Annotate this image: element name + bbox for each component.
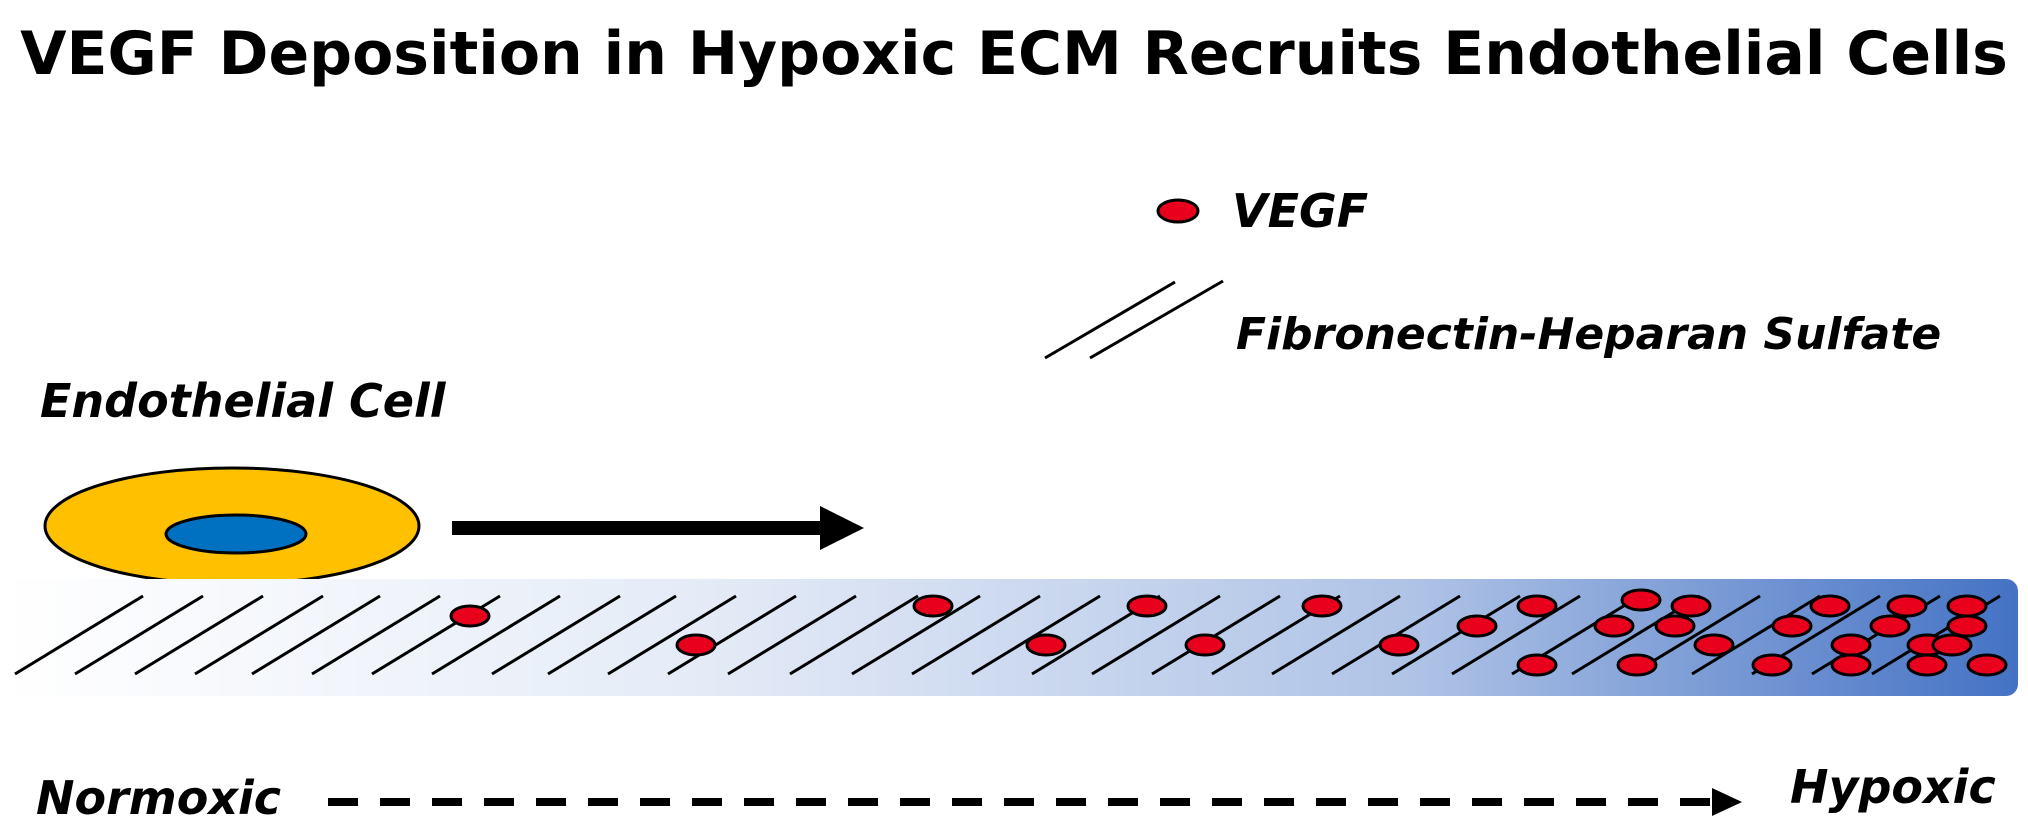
ecm-fiber — [311, 594, 441, 676]
ecm-fiber — [14, 594, 144, 676]
vegf-dot — [1654, 614, 1696, 638]
ecm-fiber — [1391, 594, 1521, 676]
legend-fiber-label: Fibronectin-Heparan Sulfate — [1236, 309, 1941, 360]
ecm-vegf-dots — [449, 588, 2008, 677]
legend: VEGF Fibronectin-Heparan Sulfate — [1044, 184, 1941, 360]
vegf-dot — [1886, 594, 1928, 618]
vegf-dot — [1593, 614, 1635, 638]
cell-label: Endothelial Cell — [40, 374, 447, 428]
ecm-fiber — [1271, 594, 1401, 676]
vegf-dot — [1830, 633, 1872, 657]
legend-fiber-icon — [1044, 279, 1224, 360]
normoxic-label: Normoxic — [36, 771, 281, 825]
vegf-dot — [1966, 653, 2008, 677]
ecm-fiber — [851, 594, 981, 676]
vegf-dot — [1693, 633, 1735, 657]
ecm-fiber — [74, 594, 204, 676]
vegf-dot — [1830, 653, 1872, 677]
ecm-fiber — [194, 594, 324, 676]
vegf-dot — [1906, 653, 1948, 677]
vegf-dot — [912, 594, 954, 618]
vegf-dot — [449, 604, 491, 628]
ecm-fiber — [1451, 594, 1581, 676]
migration-arrow-icon — [452, 506, 864, 550]
vegf-dot — [1126, 594, 1168, 618]
vegf-dot — [1378, 633, 1420, 657]
vegf-dot — [1025, 633, 1067, 657]
vegf-dot — [1946, 594, 1988, 618]
endothelial-cell — [43, 466, 421, 586]
ecm-fiber — [431, 594, 561, 676]
legend-vegf-label: VEGF — [1232, 184, 1368, 238]
vegf-dot — [1869, 614, 1911, 638]
hypoxic-label: Hypoxic — [1790, 760, 1996, 814]
ecm-fiber — [1091, 594, 1221, 676]
gradient-arrowhead-icon — [1712, 788, 1742, 816]
vegf-dot — [1771, 614, 1813, 638]
vegf-dot — [1751, 653, 1793, 677]
ecm-fiber — [789, 594, 919, 676]
ecm-fiber — [547, 594, 677, 676]
vegf-dot — [1616, 653, 1658, 677]
vegf-dot — [1670, 594, 1712, 618]
vegf-dot — [1809, 594, 1851, 618]
vegf-dot — [1456, 614, 1498, 638]
cell-nucleus — [164, 513, 308, 555]
ecm-fiber — [667, 594, 797, 676]
ecm-fiber — [134, 594, 264, 676]
vegf-dot — [675, 633, 717, 657]
vegf-dot — [1184, 633, 1226, 657]
ecm-fiber — [727, 594, 857, 676]
ecm-fiber — [607, 594, 737, 676]
ecm-fiber — [911, 594, 1041, 676]
page-title: VEGF Deposition in Hypoxic ECM Recruits … — [20, 19, 2008, 89]
vegf-dot — [1946, 614, 1988, 638]
legend-vegf-icon — [1156, 198, 1200, 224]
ecm-fiber — [251, 594, 381, 676]
ecm-fiber — [491, 594, 621, 676]
vegf-dot — [1516, 594, 1558, 618]
vegf-dot — [1931, 633, 1973, 657]
vegf-dot — [1301, 594, 1343, 618]
vegf-dot — [1620, 588, 1662, 612]
vegf-dot — [1516, 653, 1558, 677]
ecm-fiber — [1691, 594, 1821, 676]
ecm-fiber — [1151, 594, 1281, 676]
